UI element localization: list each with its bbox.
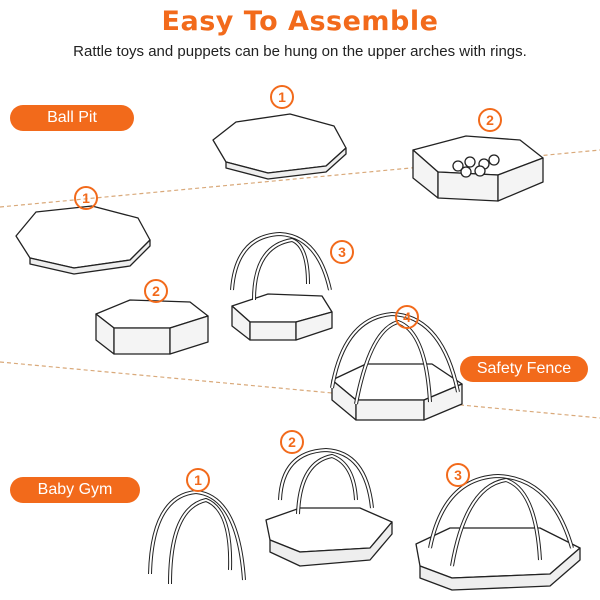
safety-fence-step-4: 4 — [395, 305, 419, 329]
baby-gym-step-1: 1 — [186, 468, 210, 492]
baby-gym-mat-with-arches — [265, 448, 393, 567]
page-subtitle: Rattle toys and puppets can be hung on t… — [73, 43, 527, 60]
ball-pit-pen — [412, 135, 544, 202]
ball-pit-step-2: 2 — [478, 108, 502, 132]
safety-fence-step-3: 3 — [330, 240, 354, 264]
baby-gym-arches — [148, 490, 246, 585]
safety-fence-step-1: 1 — [74, 186, 98, 210]
safety-fence-label: Safety Fence — [460, 356, 588, 382]
ball-pit-flat-mat — [212, 113, 347, 180]
ball-pit-label: Ball Pit — [10, 105, 134, 131]
safety-fence-step-2: 2 — [144, 279, 168, 303]
safety-fence-assembled — [330, 312, 463, 421]
safety-fence-flat-mat — [15, 205, 151, 275]
safety-fence-pen-with-arches — [230, 232, 333, 341]
section-divider-2 — [0, 361, 600, 419]
baby-gym-assembled — [415, 474, 581, 591]
section-divider-1 — [0, 149, 600, 208]
baby-gym-label: Baby Gym — [10, 477, 140, 503]
page-title: Easy To Assemble — [161, 6, 439, 37]
ball-pit-step-1: 1 — [270, 85, 294, 109]
safety-fence-pen — [95, 299, 209, 355]
baby-gym-step-2: 2 — [280, 430, 304, 454]
baby-gym-step-3: 3 — [446, 463, 470, 487]
